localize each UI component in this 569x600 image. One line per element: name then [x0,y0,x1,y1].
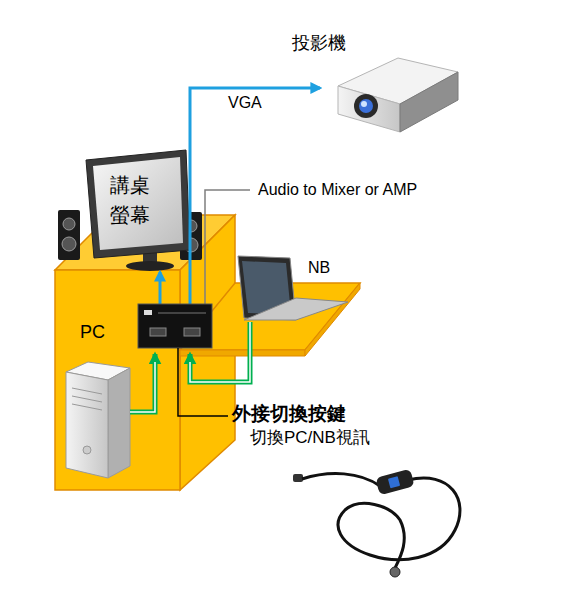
projector-picture [361,101,367,107]
pc-label: PC [80,322,108,344]
audio-cable [205,190,250,304]
button-cable-picture [375,469,414,496]
video-cable [130,354,155,412]
switch-box [150,328,166,336]
button-note: 切換PC/NB視訊 [250,428,370,448]
button-cable-picture [293,469,460,577]
signal-name: VGA [228,93,262,112]
button-cable-picture [388,476,400,488]
button-leader [178,348,228,416]
pc-tower [72,396,102,402]
laptop-picture [238,256,348,320]
button-cable-picture [338,478,460,568]
pc-tower [66,362,130,478]
switch-box [138,304,212,348]
speaker-left [63,218,75,230]
nb-shelf [180,350,305,356]
button-cable-picture [375,469,414,496]
speaker-left [58,210,80,260]
button-title: 外接切換按鍵 [232,403,346,426]
projector-picture [359,99,373,113]
switch-box [144,310,152,315]
speaker-left [62,237,76,251]
pc-node: PC [80,322,108,346]
desk [55,270,180,490]
video-cable [130,362,155,412]
audio-cable [205,190,250,304]
pc-tower [108,368,130,478]
projector-picture [338,58,458,132]
nb-shelf [305,283,360,356]
monitor-node: 講桌 螢幕 [110,170,156,232]
monitor-picture [86,150,190,258]
pc-tower [83,446,91,454]
laptop-picture [244,298,348,320]
projector-label: 投影機 [292,33,348,55]
pc-tower [72,404,102,410]
switch-box [158,313,206,314]
pc-tower [66,372,108,478]
speaker-left [58,210,80,260]
monitor-label: 講桌 螢幕 [110,170,154,230]
button-cable-picture [302,474,380,486]
nb-node: NB [308,258,333,280]
audio-note: Audio to Mixer or AMP [258,180,417,199]
projector-picture [338,86,400,132]
switch-box [138,304,212,348]
projector-picture [354,94,378,118]
button-cable-picture [390,567,400,577]
pc-tower [72,388,102,394]
switch-box [184,328,200,336]
projector-node: 投影機 [292,33,348,57]
nb-label: NB [308,258,333,277]
video-cable [130,88,320,412]
button-leader [178,348,228,416]
monitor-picture [93,157,183,250]
video-cable [159,272,162,304]
projector-picture [400,72,458,132]
monitor-picture [86,150,190,271]
button-cable-picture [293,474,303,482]
monitor-picture [126,261,174,271]
